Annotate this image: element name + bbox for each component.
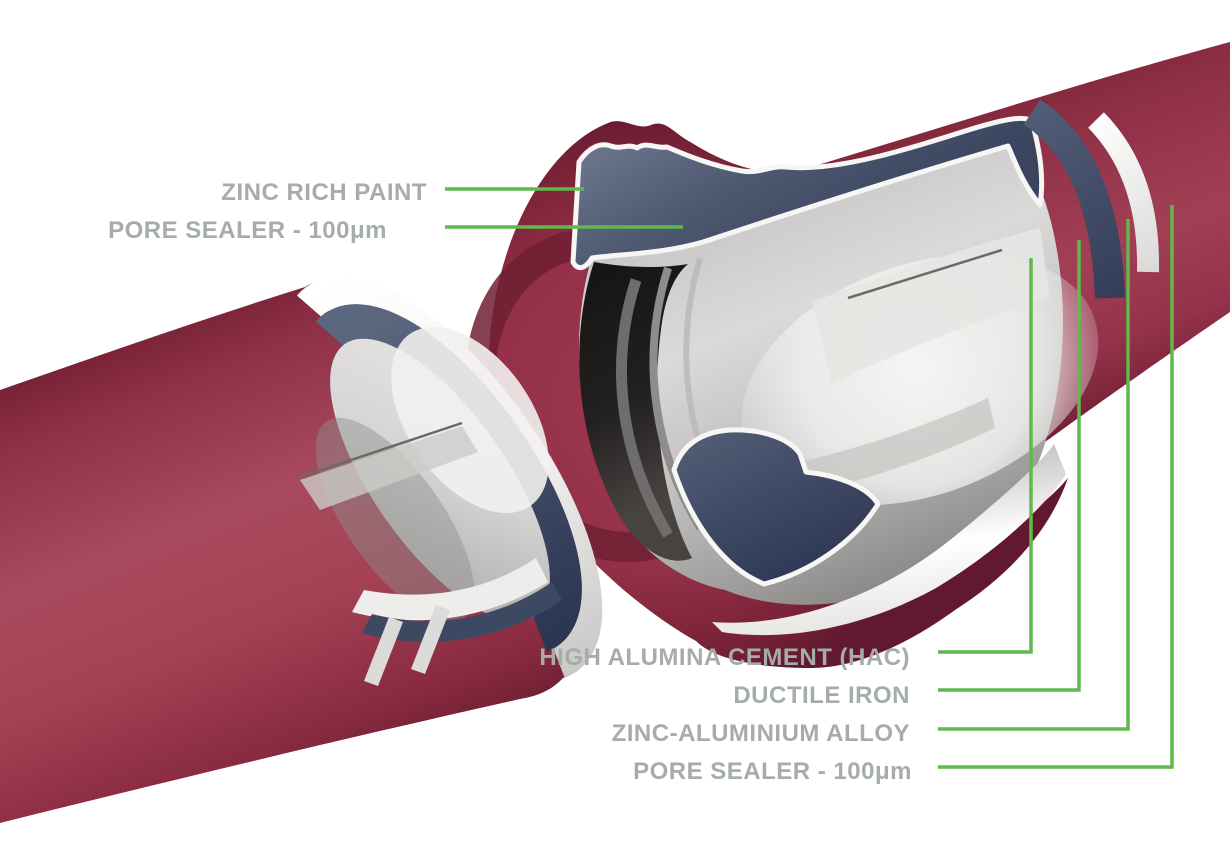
zinc-rich-paint-text: ZINC RICH PAINT [221, 179, 427, 206]
pore-sealer-top-text: PORE SEALER - 100μm [108, 217, 387, 244]
socket-cavity-shadow [579, 262, 692, 561]
pore-sealer-bottom-text: PORE SEALER - 100μm [633, 758, 912, 785]
label-zinc-rich-paint: ZINC RICH PAINT [221, 179, 584, 206]
label-high-alumina-cement: HIGH ALUMINA CEMENT (HAC) [539, 258, 1033, 671]
socket-pipe-illustration [465, 42, 1230, 668]
label-ductile-iron: DUCTILE IRON [733, 240, 1081, 709]
left-iron-swoosh [362, 582, 562, 642]
left-lining-floor [352, 558, 548, 621]
annotations: ZINC RICH PAINT PORE SEALER - 100μm HIGH… [108, 179, 1174, 785]
high-alumina-cement-leader [938, 258, 1033, 654]
label-pore-sealer-top: PORE SEALER - 100μm [108, 217, 683, 244]
label-pore-sealer-bottom: PORE SEALER - 100μm [633, 205, 1174, 785]
socket-groove-ring-1 [616, 278, 673, 538]
label-zinc-aluminium-alloy: ZINC-ALUMINIUM ALLOY [612, 219, 1130, 747]
barrel-stripe-2 [411, 605, 450, 674]
spigot-pipe-illustration [0, 277, 603, 823]
inner-sleeve-step [812, 228, 1050, 384]
socket-bottom-white-band [712, 444, 1066, 636]
high-alumina-cement-text: HIGH ALUMINA CEMENT (HAC) [539, 644, 910, 671]
inner-step-edge-line [847, 248, 1003, 300]
pore-sealer-bottom-leader [938, 205, 1174, 769]
cut-end-zinc-alloy-arc [1088, 112, 1160, 273]
cut-end-ductile-iron-arc [1023, 99, 1125, 299]
zinc-rich-paint-gland [570, 115, 1045, 270]
ductile-iron-leader [938, 240, 1081, 692]
gasket-seat-wedge [671, 427, 881, 587]
zinc-aluminium-alloy-leader [938, 219, 1130, 731]
zinc-aluminium-alloy-text: ZINC-ALUMINIUM ALLOY [612, 720, 910, 747]
left-step-face [300, 426, 478, 510]
left-step-edge-line [299, 421, 463, 479]
barrel-stripe-1 [364, 617, 403, 686]
ductile-iron-text: DUCTILE IRON [733, 682, 910, 709]
